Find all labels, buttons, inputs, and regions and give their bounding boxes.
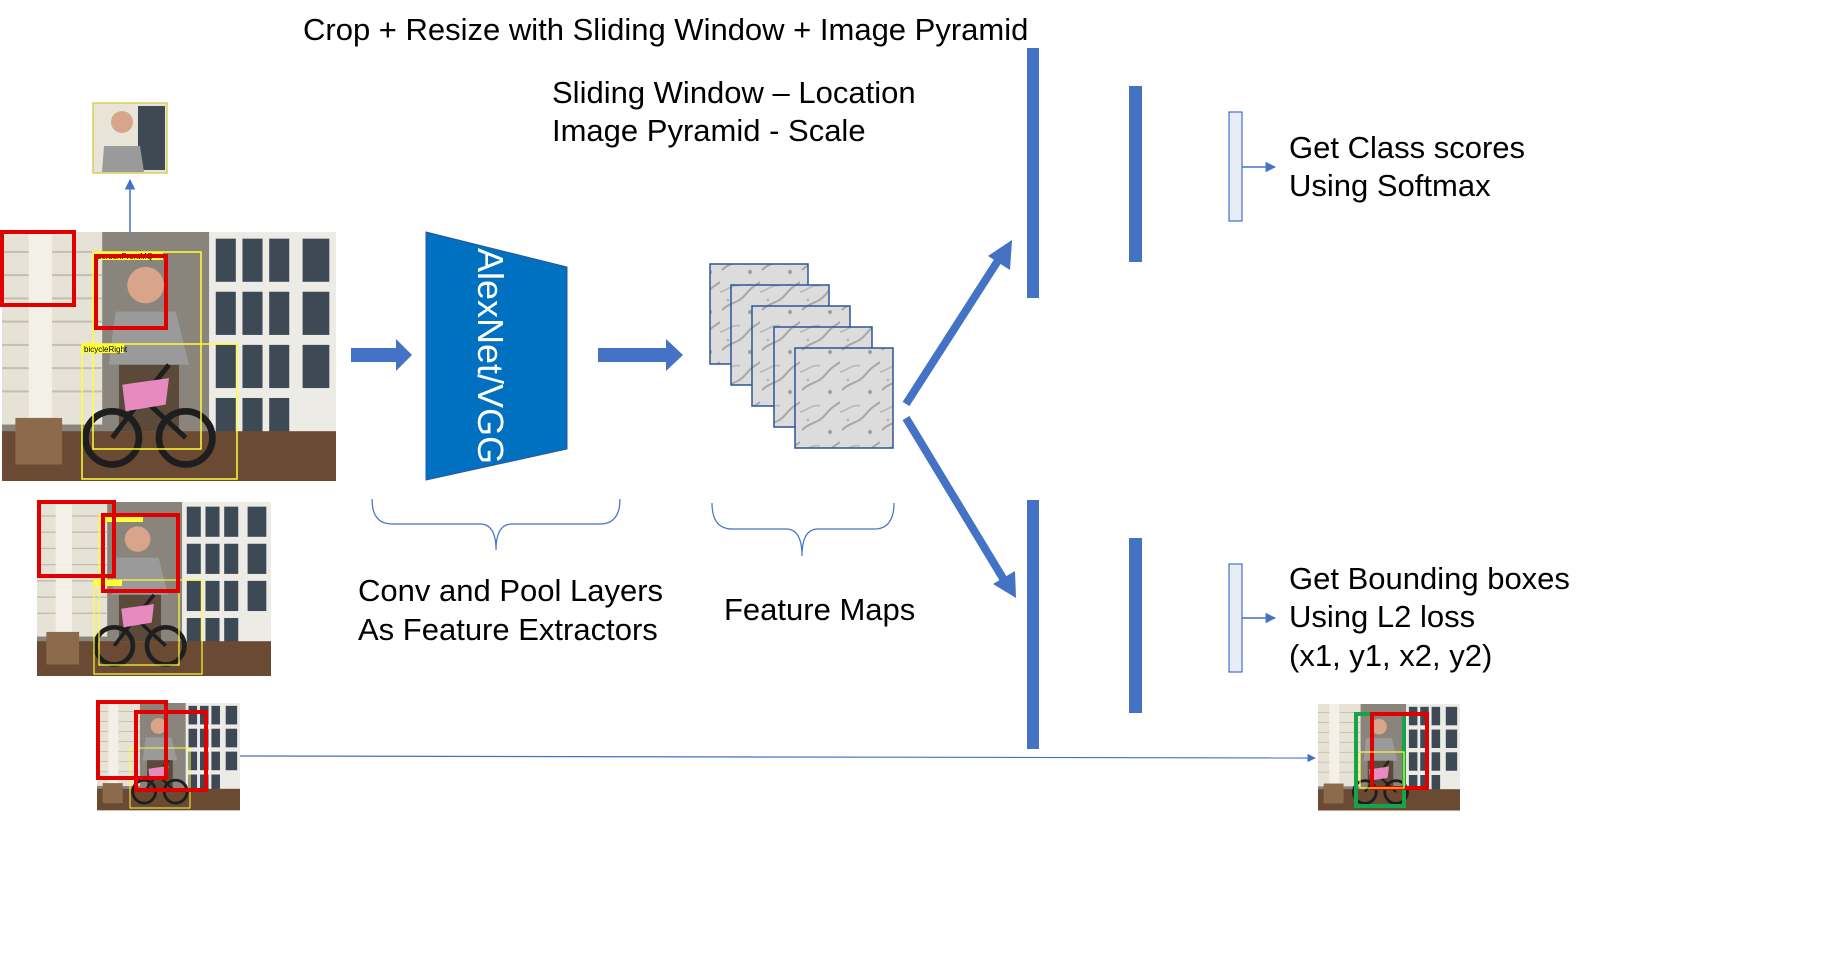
fc-layer-2-class [1129, 86, 1142, 262]
diagram-title: Crop + Resize with Sliding Window + Imag… [303, 12, 1028, 47]
bicycle-annotation-label: bicycleRight [84, 345, 128, 354]
bbox-output-line3: (x1, y1, x2, y2) [1289, 638, 1492, 673]
arrow-to-feature-maps [598, 339, 683, 371]
feature-maps-brace [711, 502, 895, 557]
fc-layer-2-bbox [1129, 538, 1142, 713]
class-output-line1: Get Class scores [1289, 130, 1525, 165]
bbox-output-line2: Using L2 loss [1289, 599, 1475, 634]
bbox-output-line1: Get Bounding boxes [1289, 561, 1570, 596]
branch-arrow-down [902, 415, 1016, 598]
pyramid-image-large: personFrontMQ bicycleRight [0, 232, 336, 481]
conv-pool-caption-line1: Conv and Pool Layers [358, 573, 663, 608]
feature-maps-stack [709, 263, 894, 449]
subtitle-scale: Image Pyramid - Scale [552, 113, 866, 148]
conv-pool-caption-line2: As Feature Extractors [358, 612, 658, 647]
cropped-face-thumbnail [92, 102, 168, 174]
class-score-vector [1228, 111, 1243, 222]
feature-maps-caption: Feature Maps [724, 592, 915, 627]
fc-layer-1-bbox [1027, 500, 1039, 749]
arrow-into-network [351, 339, 412, 371]
fc-layer-1-class [1027, 48, 1039, 298]
bbox-vector [1228, 563, 1243, 673]
class-output-line2: Using Softmax [1289, 168, 1491, 203]
pyramid-image-medium [37, 502, 271, 676]
bottom-passthrough-arrow [239, 753, 1316, 763]
result-detection-image [1316, 702, 1462, 812]
network-label: AlexNet/VGG [470, 248, 511, 464]
pyramid-image-small [95, 700, 242, 812]
branch-arrow-up [902, 240, 1012, 407]
feature-extractor-brace [371, 498, 621, 551]
alexnet-vgg-block [425, 231, 568, 481]
subtitle-location: Sliding Window – Location [552, 75, 916, 110]
